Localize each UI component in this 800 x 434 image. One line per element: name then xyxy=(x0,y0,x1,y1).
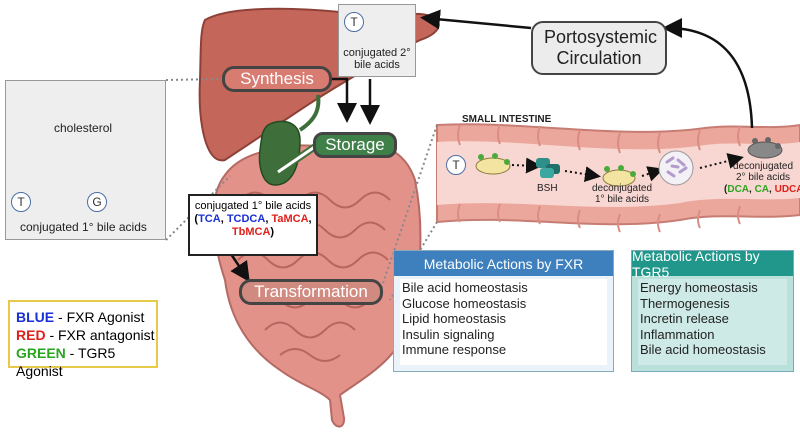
taurine-icon: T xyxy=(11,192,31,212)
tgr5-title: Metabolic Actions by TGR5 xyxy=(632,248,793,280)
deconj2-acid-list: (DCA, CA, UDCA) xyxy=(724,184,800,195)
legend-text: - FXR Agonist xyxy=(54,309,145,325)
list-item: Insulin signaling xyxy=(402,326,495,342)
legend-key: BLUE xyxy=(16,309,55,325)
conj1-tbmca: TbMCA xyxy=(231,226,271,238)
list-item: Inflammation xyxy=(640,326,715,342)
deconj1-line2: 1° bile acids xyxy=(594,194,650,205)
deconj2-ca: CA xyxy=(754,184,770,195)
portosystemic-label: Portosystemic Circulation xyxy=(531,21,667,75)
bsh-label: BSH xyxy=(537,183,558,194)
conj2-line2: bile acids xyxy=(354,59,400,71)
legend-key: RED xyxy=(16,327,46,343)
deconj2-line1: deconjugated xyxy=(732,161,794,172)
bsh-enzyme xyxy=(536,158,560,178)
list-item: Bile acid homeostasis xyxy=(640,342,766,357)
list-item: Glucose homeostasis xyxy=(402,295,527,311)
fxr-panel: Metabolic Actions by FXR Bile acid homeo… xyxy=(393,250,614,372)
glycine-icon: G xyxy=(87,192,107,212)
legend-key: GREEN xyxy=(16,345,66,361)
deconj2-udca: UDCA xyxy=(774,184,800,195)
list-item: Bile acid homeostasis xyxy=(402,280,528,295)
conj1-tcdca: TCDCA xyxy=(226,213,266,225)
legend-row-green: GREEN - TGR5 Agonist xyxy=(16,344,156,380)
list-item: Energy homeostasis xyxy=(640,280,758,295)
conj1-tamca: TaMCA xyxy=(271,213,309,225)
deconj2-line2: 2° bile acids xyxy=(735,172,791,183)
deconj1-line1: deconjugated xyxy=(591,183,653,194)
legend-row-blue: BLUE - FXR Agonist xyxy=(16,308,156,326)
conj1-acid-list: (TCA, TCDCA, TaMCA, TbMCA) xyxy=(194,213,312,238)
synthesis-label: Synthesis xyxy=(222,66,332,92)
list-item: Immune response xyxy=(402,342,507,357)
small-intestine-title: SMALL INTESTINE xyxy=(462,114,552,125)
conj1-title: conjugated 1° bile acids xyxy=(194,200,312,212)
conjugated-primary-label: conjugated 1° bile acids xyxy=(20,220,147,234)
cholesterol-panel xyxy=(5,80,166,240)
taurine-icon-3: T xyxy=(446,155,466,175)
transformation-label: Transformation xyxy=(239,279,383,305)
conj2-line1: conjugated 2° xyxy=(343,47,411,59)
taurine-icon-2: T xyxy=(344,12,364,32)
bacteria-icon xyxy=(658,150,694,186)
list-item: Thermogenesis xyxy=(640,295,730,311)
storage-label: Storage xyxy=(313,132,397,158)
list-item: Incretin release xyxy=(640,311,729,326)
legend-text: - FXR antagonist xyxy=(45,327,155,343)
tgr5-panel: Metabolic Actions by TGR5 Energy homeost… xyxy=(631,248,794,372)
flow-arrows xyxy=(76,9,754,283)
intestine-flow xyxy=(511,153,744,183)
conj1-tca: TCA xyxy=(198,213,221,225)
legend-text: - TGR5 Agonist xyxy=(16,345,116,379)
cholesterol-label: cholesterol xyxy=(54,121,113,135)
list-item: Lipid homeostasis xyxy=(402,311,507,326)
gallbladder-shape xyxy=(258,120,301,186)
legend-row-red: RED - FXR antagonist xyxy=(16,326,156,344)
fxr-title: Metabolic Actions by FXR xyxy=(394,251,613,276)
conjugated-primary-box: conjugated 1° bile acids (TCA, TCDCA, Ta… xyxy=(188,194,318,256)
deconj2-dca: DCA xyxy=(727,184,750,195)
